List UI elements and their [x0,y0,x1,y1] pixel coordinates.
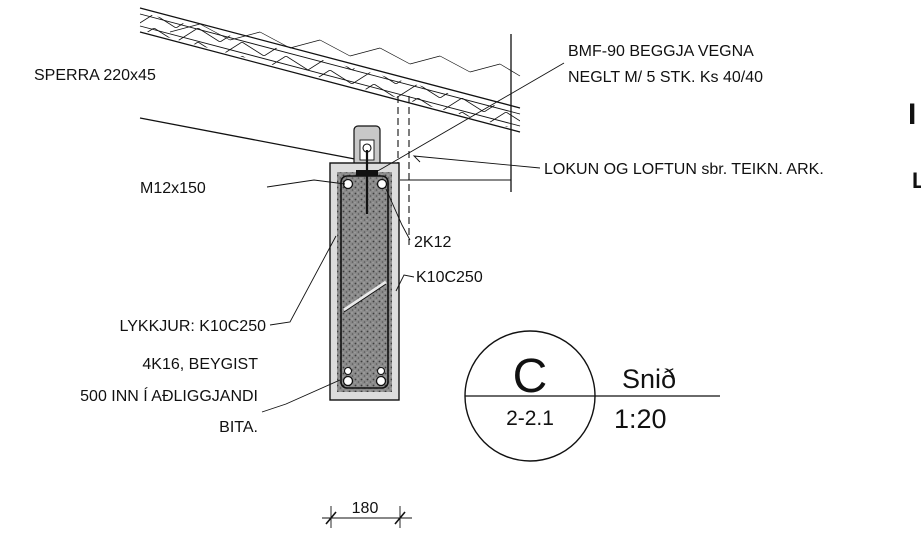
bottom-rebar-label-line1: 4K16, BEYGIST [142,356,258,373]
width-value: 180 [352,500,379,517]
rafter-label: SPERRA 220x45 [34,67,156,84]
edge-mark-bottom: L [912,168,921,193]
bottom-rebar-label-line2: 500 INN Í AÐLIGGJANDI [80,386,258,405]
section-marker: C 2-2.1 Snið 1:20 [464,330,720,462]
concrete-beam [329,162,400,401]
ceiling-line [139,117,361,161]
width-dimension: 180 [322,500,412,528]
bracket-label-line1: BMF-90 BEGGJA VEGNA [568,43,754,60]
leader-lines [261,62,565,413]
section-title: Snið [622,364,676,394]
top-rebar-label: 2K12 [414,234,451,251]
edge-mark-top: I [908,98,916,131]
rebar-bottom [342,366,387,387]
bracket-label-line2: NEGLT M/ 5 STK. Ks 40/40 [568,69,763,86]
section-letter: C [513,350,548,403]
section-scale: 1:20 [614,404,667,434]
stirrup-note-label: K10C250 [416,269,483,286]
section-sheet: 2-2.1 [506,407,554,430]
stirrups-label: LYKKJUR: K10C250 [120,318,267,335]
bolt-m12 [356,150,378,214]
roof-rafter [139,7,521,133]
bottom-rebar-label-line3: BITA. [219,419,258,436]
bolt-label: M12x150 [140,180,206,197]
closure-label: LOKUN OG LOFTUN sbr. TEIKN. ARK. [544,161,824,178]
